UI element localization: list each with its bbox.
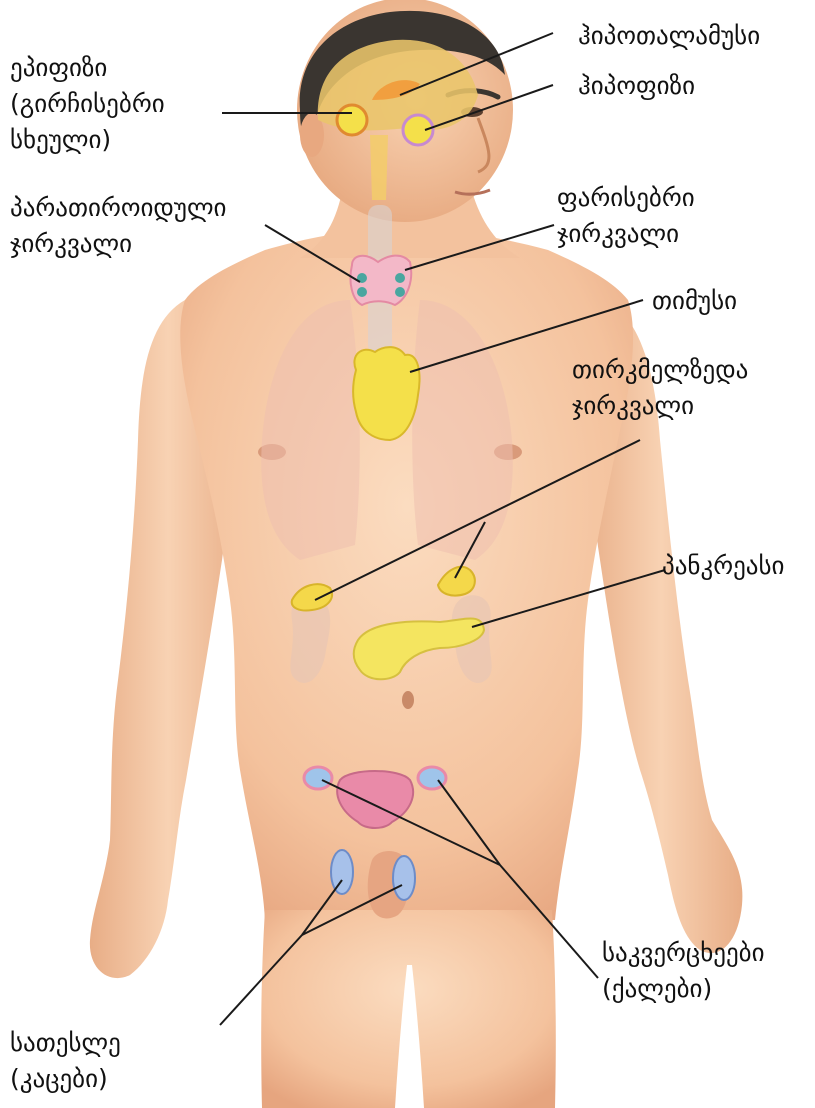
parathyroid-4 xyxy=(395,287,405,297)
label-ovaries-line2: (ქალები) xyxy=(602,971,765,1007)
label-adrenal: თირკმელზედა ჯირკვალი xyxy=(572,352,748,424)
parathyroid-3 xyxy=(395,273,405,283)
label-parathyroid: პარათიროიდული ჯირკვალი xyxy=(10,190,227,262)
right-testis xyxy=(393,856,415,900)
label-parathyroid-line2: ჯირკვალი xyxy=(10,226,227,262)
label-testes: სათესლე (კაცები) xyxy=(10,1025,121,1097)
label-parathyroid-line1: პარათიროიდული xyxy=(10,190,227,226)
label-thymus-line1: თიმუსი xyxy=(652,283,737,319)
torso xyxy=(180,230,633,920)
pituitary-gland xyxy=(403,115,433,145)
label-thyroid-line1: ფარისებრი xyxy=(557,180,695,216)
label-epiphysis-line3: სხეული) xyxy=(10,122,165,158)
label-pancreas-line1: პანკრეასი xyxy=(662,548,785,584)
label-adrenal-line1: თირკმელზედა xyxy=(572,352,748,388)
label-hypothalamus-line1: ჰიპოთალამუსი xyxy=(578,18,760,54)
label-hypophysis-line1: ჰიპოფიზი xyxy=(578,68,695,104)
parathyroid-2 xyxy=(357,287,367,297)
left-ovary xyxy=(304,767,332,789)
label-hypothalamus: ჰიპოთალამუსი xyxy=(578,18,760,54)
label-hypophysis: ჰიპოფიზი xyxy=(578,68,695,104)
label-thyroid: ფარისებრი ჯირკვალი xyxy=(557,180,695,252)
label-thyroid-line2: ჯირკვალი xyxy=(557,216,695,252)
navel xyxy=(402,691,414,709)
spinal-cord xyxy=(370,135,388,200)
label-ovaries-line1: საკვერცხეები xyxy=(602,935,765,971)
label-thymus: თიმუსი xyxy=(652,283,737,319)
label-adrenal-line2: ჯირკვალი xyxy=(572,388,748,424)
label-pancreas: პანკრეასი xyxy=(662,548,785,584)
label-epiphysis-line1: ეპიფიზი xyxy=(10,50,165,86)
legs xyxy=(261,910,556,1108)
label-testes-line2: (კაცები) xyxy=(10,1061,121,1097)
pineal-gland xyxy=(337,105,367,135)
label-epiphysis: ეპიფიზი (გირჩისებრი სხეული) xyxy=(10,50,165,158)
label-epiphysis-line2: (გირჩისებრი xyxy=(10,86,165,122)
left-testis xyxy=(331,850,353,894)
label-testes-line1: სათესლე xyxy=(10,1025,121,1061)
label-ovaries: საკვერცხეები (ქალები) xyxy=(602,935,765,1007)
thymus xyxy=(353,347,419,440)
